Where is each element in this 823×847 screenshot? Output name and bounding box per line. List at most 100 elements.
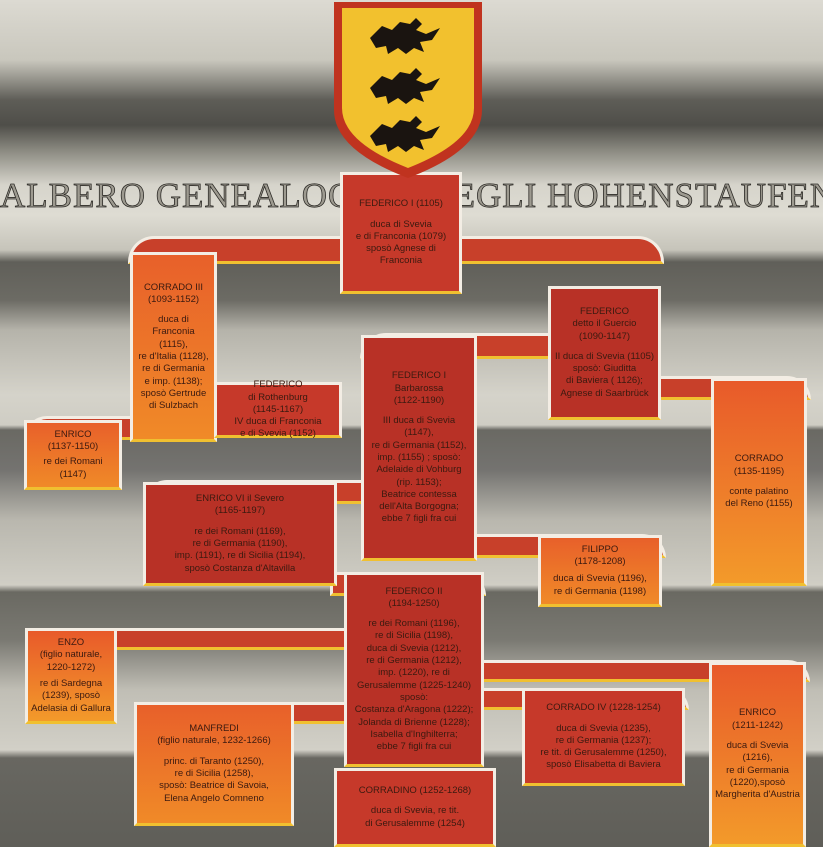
person-title-line: duca di Franconia <box>152 314 195 338</box>
person-title-line: dell'Alta Borgogna; <box>379 501 459 513</box>
person-title-line: sposò Gertrude <box>140 387 207 399</box>
person-dates: (1194-1250) <box>388 597 440 609</box>
person-title-line: sposò Costanza d'Altavilla <box>184 562 296 574</box>
person-node-federico2: FEDERICO II(1194-1250)re dei Romani (119… <box>344 572 484 767</box>
person-dates: (1211-1242) <box>731 719 784 731</box>
person-name: FEDERICO II <box>385 585 443 597</box>
person-dates-extra: (1145-1167) <box>252 403 304 415</box>
person-title-line: ebbe 7 figli fra cui <box>376 741 452 753</box>
person-title-line: re di Germania <box>726 764 789 776</box>
spacer <box>140 748 288 756</box>
person-dates: (1178-1208) <box>574 556 626 568</box>
person-title-line: re di Sicilia (1258), <box>174 768 254 779</box>
person-title-line: Gerusalemme (1225-1240) <box>356 679 472 691</box>
person-name: MANFREDI <box>189 723 239 735</box>
person-title-line: princ. di Taranto (1250), <box>163 755 265 767</box>
person-title-line: conte palatino <box>729 486 789 497</box>
person-name: CORRADO III <box>143 281 204 293</box>
spacer <box>717 478 801 486</box>
person-title-line: re di Germania <box>142 363 205 375</box>
spacer <box>136 306 211 314</box>
person-title-line: sposò: <box>400 691 428 703</box>
person-title-line: (1216), <box>742 752 773 764</box>
person-name: CORRADO <box>734 453 784 465</box>
person-title-line: di Sulzbach <box>148 400 199 412</box>
person-title-line: III duca di Svevia (1147), <box>382 415 456 439</box>
spacer <box>554 343 655 351</box>
person-dates-extra: (1090-1147) <box>578 330 631 342</box>
person-title-line: re di Sardegna <box>39 678 103 690</box>
person-title-line: imp. (1155) ; sposò: <box>377 452 461 463</box>
spacer <box>528 715 679 723</box>
person-title-line: sposò: Beatrice di Savoia, <box>159 780 269 792</box>
person-title-line: (rip. 1153); <box>396 476 442 488</box>
person-name: FEDERICO I (1105) <box>359 198 443 210</box>
person-title-line: imp. (1191), re di Sicilia (1194), <box>174 550 306 562</box>
person-title-line: di Baviera ( 1126); <box>566 375 643 387</box>
person-title-line: re d'Italia (1128), <box>138 351 209 362</box>
person-title-line: duca di Svevia <box>726 740 789 752</box>
person-title-line: duca di Svevia (1212), <box>366 642 462 654</box>
person-dates: (1135-1195) <box>733 465 785 477</box>
person-name: FILIPPO <box>581 544 619 555</box>
person-title-line: re di Germania (1212), <box>366 655 462 667</box>
person-title-line: imp. (1220), re di <box>378 667 450 679</box>
person-title-line: re di Germania (1198) <box>553 585 647 597</box>
person-title-line: re dei Romani (1169), <box>194 525 286 537</box>
person-name: FEDERICO <box>253 379 303 391</box>
person-dates: (figlio naturale, 1232-1266) <box>157 735 271 747</box>
spacer <box>715 732 800 740</box>
person-title-line: di Gerusalemme (1254) <box>365 817 465 829</box>
person-node-enrico6: ENRICO VI il Severo(1165-1197)re dei Rom… <box>143 482 337 586</box>
person-title-line: sposò: Giuditta <box>572 363 637 375</box>
person-title-line: duca di Svevia <box>370 218 432 230</box>
spacer <box>340 797 490 805</box>
person-title-line: Margherita d'Austria <box>715 789 800 801</box>
lion-icon <box>370 18 440 152</box>
person-title-line: II duca di Svevia (1105) <box>554 350 655 362</box>
person-title-line: e imp. (1138); <box>144 375 203 387</box>
person-title-line: duca di Svevia (1235), <box>556 722 651 734</box>
person-name: ENRICO <box>54 429 92 440</box>
person-title-line: (1239), sposò <box>41 690 101 702</box>
person-title-line: re tit. di Gerusalemme (1250), <box>540 747 667 759</box>
person-dates: (1137-1150) <box>47 441 99 453</box>
person-title-line: (1115), <box>159 338 188 350</box>
person-node-corrado4: CORRADO IV (1228-1254)duca di Svevia (12… <box>522 688 685 786</box>
person-name: ENZO <box>57 637 85 648</box>
person-title-line: Adelaide di Vohburg <box>376 464 462 476</box>
spacer <box>346 211 456 219</box>
person-title-line: sposò Agnese di Franconia <box>366 243 436 267</box>
person-title-line: duca di Svevia, re tit. <box>370 805 460 817</box>
person-node-manfredi: MANFREDI(figlio naturale, 1232-1266) prin… <box>134 702 294 826</box>
person-title-line: re dei Romani <box>43 456 103 468</box>
person-name: ENRICO VI il Severo <box>195 493 285 505</box>
spacer <box>350 610 478 618</box>
person-title-line: re di Germania (1237); <box>555 734 652 746</box>
person-node-enzo: ENZO(figlio naturale,1220-1272)re di Sar… <box>25 628 117 724</box>
person-title-line: (1147) <box>59 468 87 480</box>
coat-of-arms-shield-icon <box>334 2 482 178</box>
person-node-enrico1211: ENRICO(1211-1242) duca di Svevia(1216),re… <box>709 662 806 847</box>
person-title-line: re di Germania (1152), <box>371 439 467 451</box>
person-title-line: Beatrice contessa <box>381 488 457 500</box>
person-title-line: (1220),sposò <box>729 776 786 788</box>
person-dates-extra: 1220-1272) <box>46 661 96 673</box>
spacer <box>149 518 331 526</box>
person-title-line: del Reno (1155) <box>725 498 793 510</box>
person-name: ENRICO <box>739 707 776 719</box>
spacer <box>367 407 471 415</box>
person-title-line: Adelasia di Gallura <box>31 702 111 714</box>
person-title-line: Elena Angelo Comneno <box>164 792 264 804</box>
person-title-line: Costanza d'Aragona (1222); <box>354 704 474 716</box>
person-title-line: e di Svevia (1152) <box>240 428 316 440</box>
person-title-line: re di Germania (1190), <box>192 538 288 549</box>
person-dates: Barbarossa <box>394 382 444 394</box>
person-title-line: re di Sicilia (1198), <box>375 630 453 642</box>
person-dates: (1093-1152) <box>147 293 200 305</box>
person-name: FEDERICO I <box>391 370 447 382</box>
person-title-line: e di Franconia (1079) <box>355 230 447 242</box>
